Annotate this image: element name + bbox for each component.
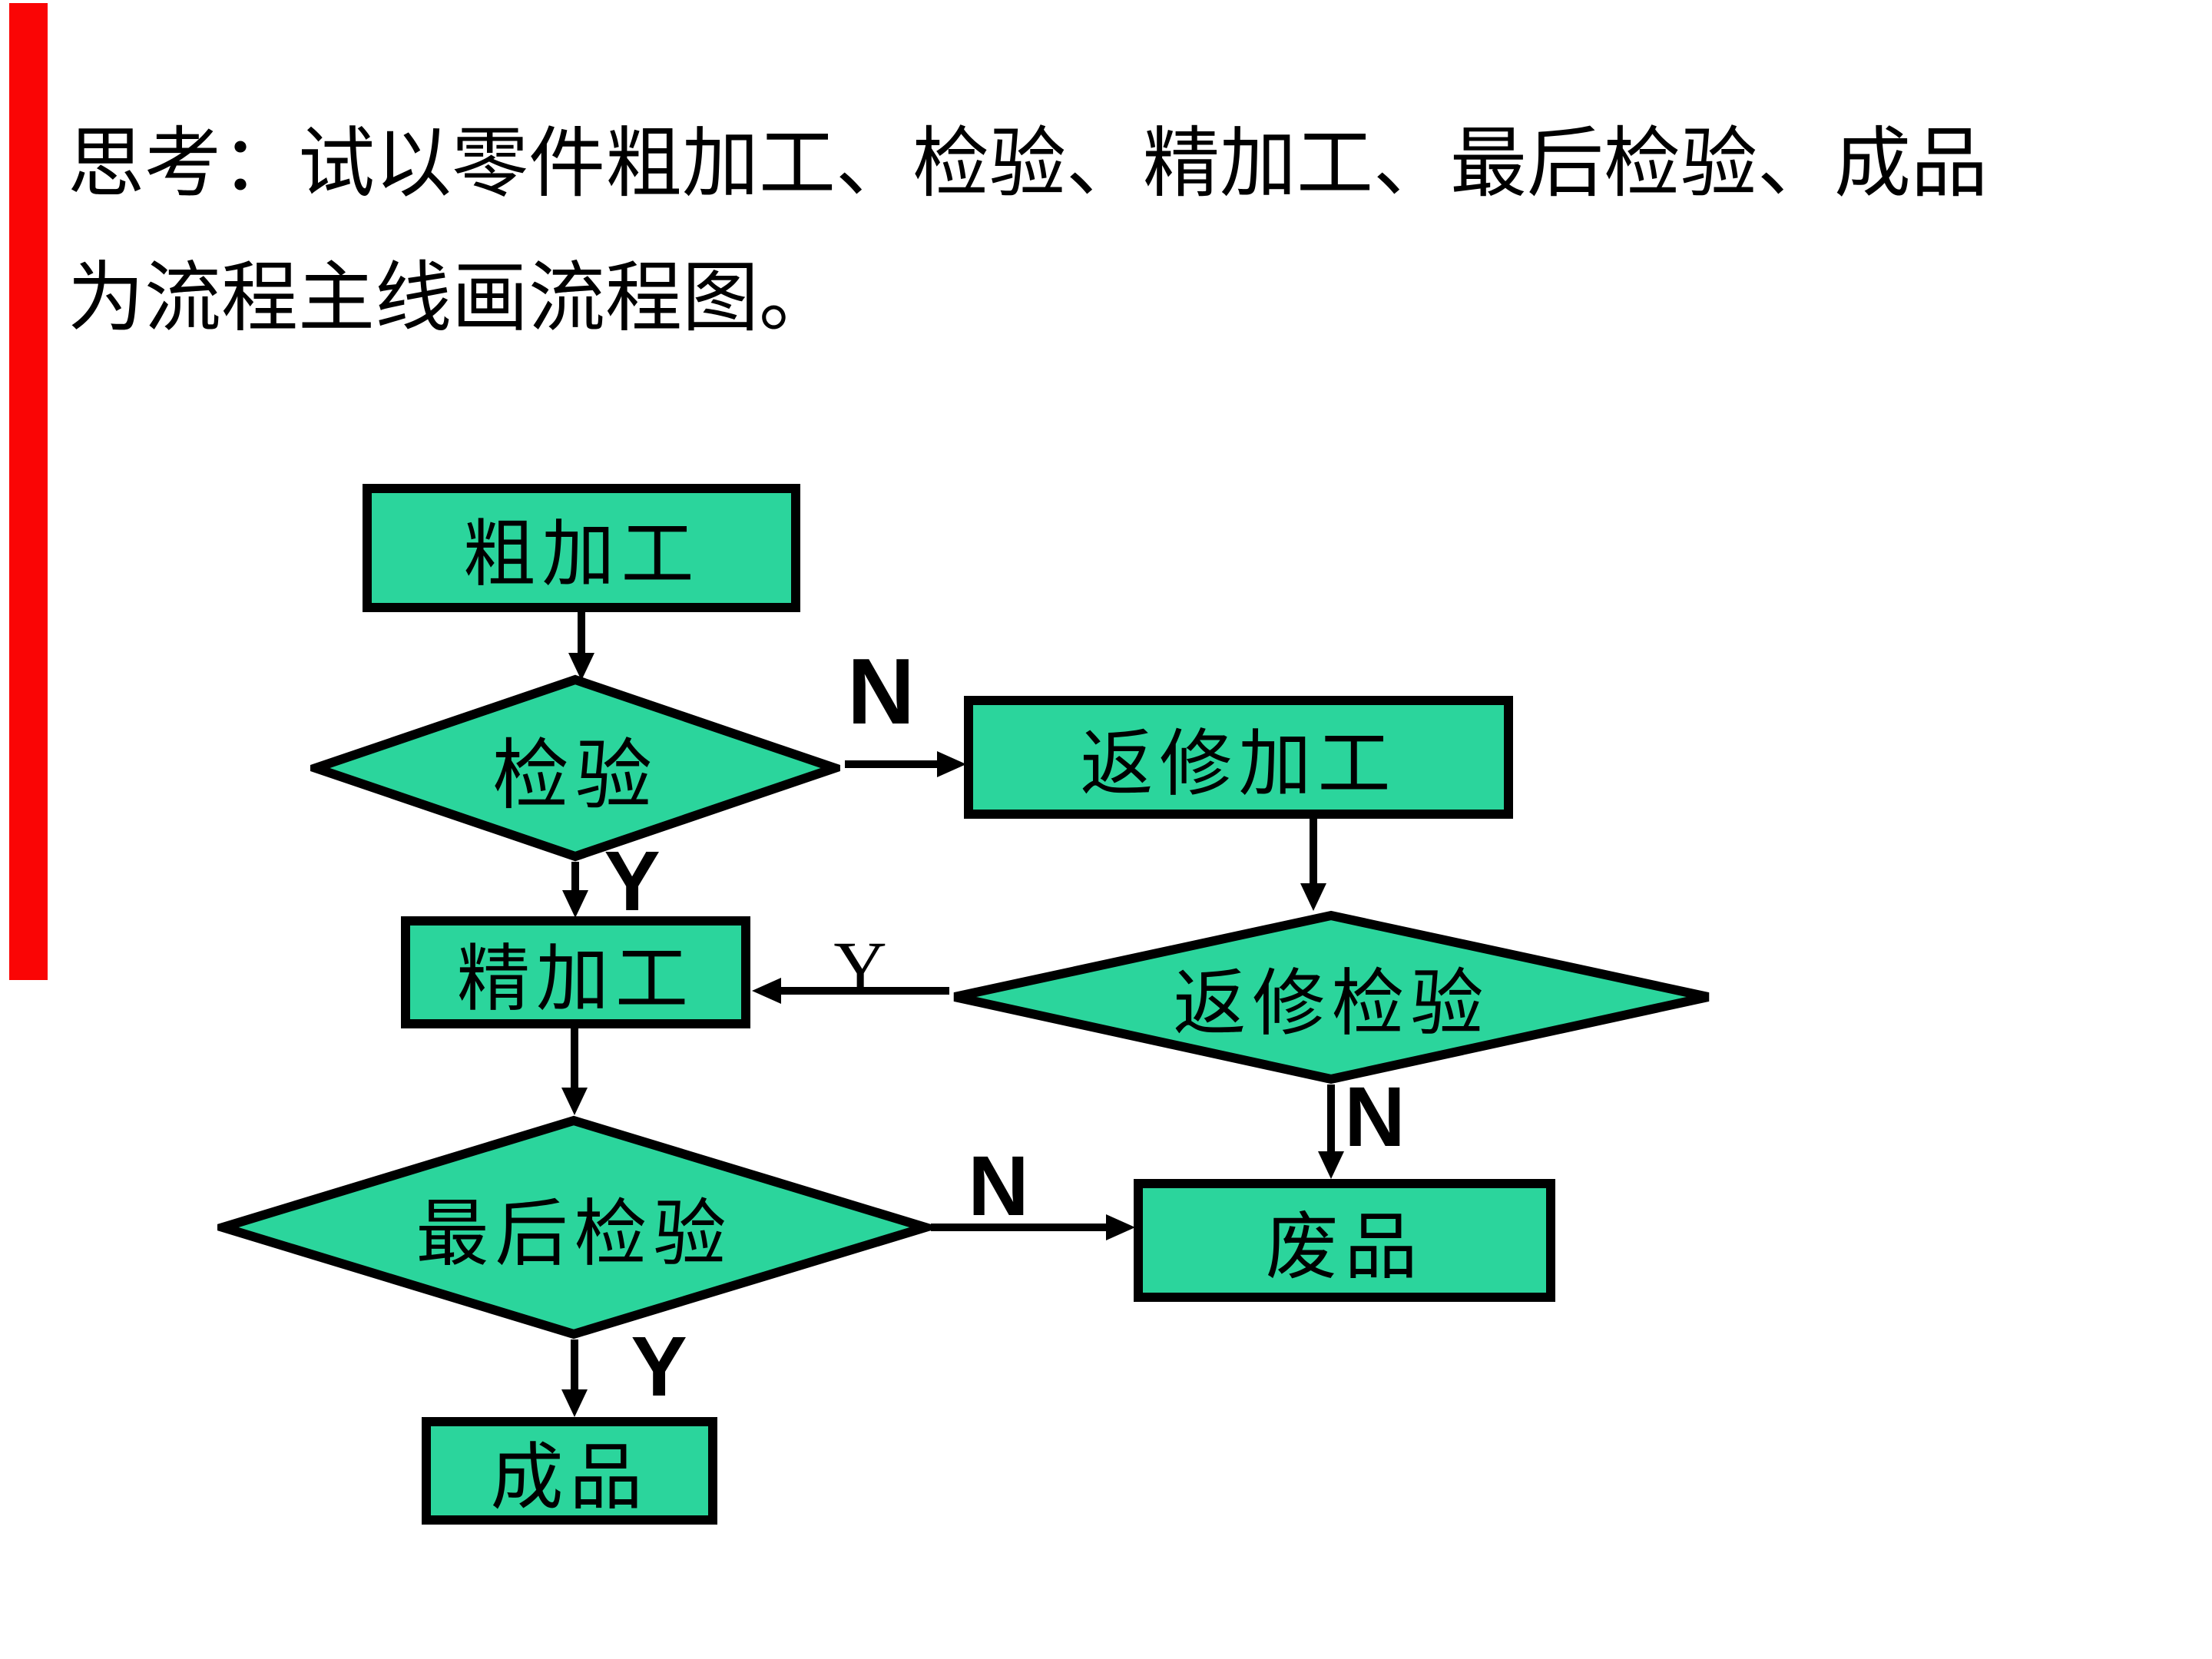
- decision-final-inspection-label: 最后检验: [416, 1193, 733, 1275]
- label-rework-inspection-no: N: [1344, 1070, 1406, 1164]
- node-fine-machining-label: 精加工: [456, 938, 694, 1020]
- node-rework-machining: 返修加工: [964, 696, 1513, 819]
- label-inspection-no: N: [846, 639, 916, 743]
- label-inspection-yes: Y: [604, 834, 661, 929]
- diamond-shape: [217, 1115, 931, 1339]
- diamond-shape: [310, 674, 840, 862]
- arrowhead-left-icon: [752, 978, 781, 1004]
- edge-rework-inspection-to-scrap: [1327, 1084, 1335, 1154]
- node-fine-machining: 精加工: [401, 916, 750, 1028]
- edge-final-inspection-to-finished: [571, 1339, 578, 1392]
- edge-rework-inspection-to-fine: [781, 987, 949, 995]
- node-rough-machining-label: 粗加工: [462, 514, 700, 595]
- left-red-stripe: [9, 3, 48, 980]
- arrowhead-down-icon: [562, 890, 588, 918]
- label-rework-inspection-yes: Y: [833, 926, 887, 1008]
- node-rough-machining: 粗加工: [363, 484, 800, 612]
- decision-inspection: 检验: [310, 674, 840, 862]
- node-scrap-label: 废品: [1265, 1206, 1424, 1288]
- label-final-inspection-yes: Y: [631, 1320, 687, 1414]
- node-scrap: 废品: [1134, 1179, 1555, 1302]
- arrowhead-down-icon: [1300, 883, 1326, 911]
- edge-final-inspection-to-scrap: [931, 1224, 1108, 1231]
- decision-rework-inspection: 返修检验: [949, 910, 1714, 1084]
- arrowhead-down-icon: [561, 1088, 588, 1115]
- node-finished-product-label: 成品: [490, 1436, 649, 1518]
- edge-inspection-to-rework: [845, 760, 939, 768]
- title-line-2: 为流程主线画流程图。: [68, 256, 836, 341]
- decision-inspection-label: 检验: [492, 733, 658, 819]
- arrowhead-down-icon: [1318, 1151, 1344, 1179]
- arrowhead-down-icon: [561, 1389, 588, 1417]
- decision-final-inspection: 最后检验: [217, 1115, 931, 1339]
- arrowhead-down-icon: [568, 653, 594, 680]
- edge-rework-to-rework-inspection: [1310, 819, 1317, 886]
- diamond-shape: [953, 910, 1710, 1084]
- node-finished-product: 成品: [422, 1417, 717, 1525]
- arrowhead-right-icon: [937, 751, 966, 777]
- edge-inspection-to-fine: [571, 862, 579, 892]
- exercise-title: 思考：试以零件粗加工、检验、精加工、最后检验、成品 为流程主线画流程图。: [68, 97, 2003, 366]
- label-final-inspection-no: N: [968, 1139, 1029, 1233]
- edge-fine-to-final-inspection: [571, 1028, 578, 1090]
- decision-rework-inspection-label: 返修检验: [1173, 963, 1490, 1045]
- node-rework-machining-label: 返修加工: [1080, 723, 1397, 805]
- edge-rough-to-inspection: [578, 612, 585, 655]
- title-line-1: 思考：试以零件粗加工、检验、精加工、最后检验、成品: [68, 121, 1988, 207]
- arrowhead-right-icon: [1106, 1214, 1135, 1240]
